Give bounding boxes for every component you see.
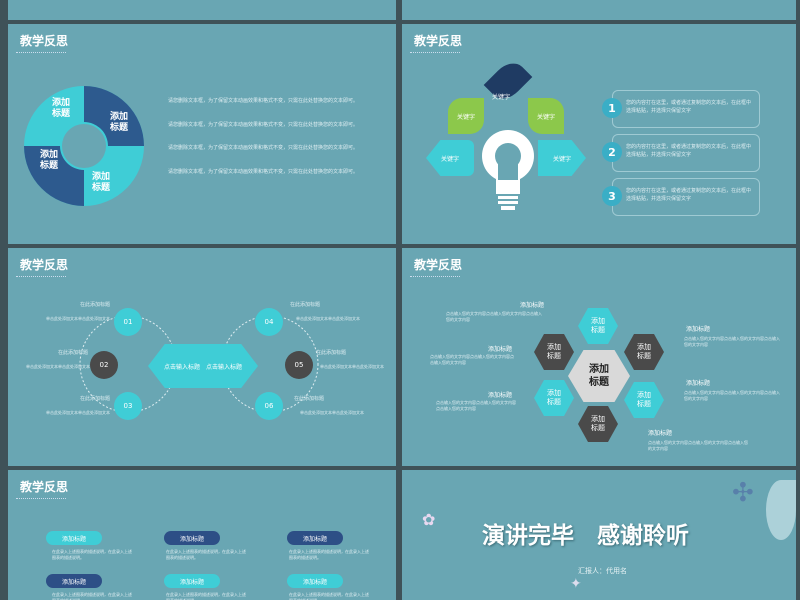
keyword-leaf: 关键字 <box>426 140 474 176</box>
reporter: 汇报人：代用名 <box>578 567 627 575</box>
slide-lightbulb[interactable]: 教学反思 关键字 关键字 关键字 关键字 关键字 1 您的内容打在这里，或者通过… <box>402 24 796 244</box>
node-04: 04 <box>255 308 283 336</box>
item-title: 添加标题 <box>520 302 545 309</box>
node-title: 在此添加标题 <box>80 396 111 402</box>
number-badge: 3 <box>602 186 622 206</box>
slide-infinity-diagram[interactable]: 教学反思 点击输入标题 点击输入标题 01 02 03 04 05 06 在此添… <box>8 248 396 466</box>
bullet-text: 请您删除文本框，为了保留文本动画效果和格式不变，只需在此处替换您的文本即可。 <box>168 121 359 128</box>
hexagon: 添加 标题 <box>534 334 574 370</box>
ring-label: 添加 标题 <box>40 150 59 171</box>
flower-decoration <box>766 480 796 540</box>
pill-label: 添加标题 <box>164 574 220 588</box>
pill-desc: 在此录入上述图表的描述说明，在此录入上述图表的描述说明。 <box>166 592 246 600</box>
pill-desc: 在此录入上述图表的描述说明，在此录入上述图表的描述说明。 <box>166 549 246 560</box>
keyword-leaf: 关键字 <box>528 98 564 134</box>
item-text: 您的内容打在这里，或者通过复制您的文本后，在此框中选择粘贴，并选择只保留文字 <box>626 100 752 114</box>
item-text: 点击输入您的文字内容点击输入您的文字内容点击输入您的文字内容 <box>684 390 780 401</box>
node-text: 单击此处添加文本单击此处添加文本 <box>300 410 364 415</box>
slide-pill-grid[interactable]: 教学反思 添加标题 添加标题 添加标题 在此录入上述图表的描述说明，在此录入上述… <box>8 470 396 600</box>
ring-label: 添加 标题 <box>110 112 129 133</box>
bullet-text: 请您删除文本框，为了保留文本动画效果和格式不变，只需在此处替换您的文本即可。 <box>168 168 359 175</box>
closing-title: 演讲完毕 感谢聆听 <box>482 523 689 549</box>
ring-diagram <box>24 86 144 206</box>
slide-title: 教学反思 <box>15 258 69 277</box>
pill-desc: 在此录入上述图表的描述说明，在此录入上述图表的描述说明。 <box>52 549 132 560</box>
bullet-text: 请您删除文本框，为了保留文本动画效果和格式不变，只需在此处替换您的文本即可。 <box>168 98 359 104</box>
center-hexagon: 添加 标题 <box>568 350 630 402</box>
butterfly-icon: ✦ <box>570 576 582 592</box>
item-text: 点击输入您的文字内容点击输入您的文字内容点击输入您的文字内容 <box>446 311 542 322</box>
item-title: 添加标题 <box>686 326 711 333</box>
node-title: 在此添加标题 <box>294 396 325 402</box>
slide-thank-you[interactable]: ✿ ✣ ✦ 演讲完毕 感谢聆听 汇报人：代用名 <box>402 470 796 600</box>
item-text: 点击输入您的文字内容点击输入您的文字内容点击输入您的文字内容 <box>648 440 748 451</box>
slide-hexagon-diagram[interactable]: 教学反思 添加 标题 添加 标题 添加 标题 添加 标题 添加 标题 添加 标题… <box>402 248 796 466</box>
pill-desc: 在此录入上述图表的描述说明，在此录入上述图表的描述说明。 <box>289 549 369 560</box>
slide-title: 教学反思 <box>409 34 463 53</box>
slide-title: 教学反思 <box>15 34 69 53</box>
slide-ring-diagram[interactable]: 教学反思 添加 标题 添加 标题 添加 标题 添加 标题 请您删除文本框，为了保… <box>8 24 396 244</box>
item-title: 添加标题 <box>648 430 673 437</box>
node-text: 单击此处添加文本单击此处添加文本 <box>320 364 384 369</box>
item-text: 您的内容打在这里，或者通过复制您的文本后，在此框中选择粘贴，并选择只保留文字 <box>626 144 752 158</box>
item-title: 添加标题 <box>488 392 513 399</box>
node-title: 在此添加标题 <box>290 302 321 308</box>
node-06: 06 <box>255 392 283 420</box>
pill-label: 添加标题 <box>46 531 102 545</box>
ring-label: 添加 标题 <box>52 98 71 119</box>
bullet-text: 请您删除文本框，为了保留文本动画效果和格式不变，只需在此处替换您的文本即可。 <box>168 145 359 151</box>
hexagon: 添加 标题 <box>578 406 618 442</box>
node-text: 单击此处添加文本单击此处添加文本 <box>296 316 360 321</box>
hexagon: 添加 标题 <box>578 308 618 344</box>
slide-top-left-partial[interactable] <box>8 0 396 20</box>
keyword-label: 关键字 <box>492 94 511 101</box>
node-text: 单击此处添加文本单击此处添加文本 <box>26 364 90 369</box>
pill-desc: 在此录入上述图表的描述说明，在此录入上述图表的描述说明。 <box>52 592 132 600</box>
pill-label: 添加标题 <box>46 574 102 588</box>
keyword-leaf: 关键字 <box>538 140 586 176</box>
item-text: 点击输入您的文字内容点击输入您的文字内容点击输入您的文字内容 <box>684 336 780 347</box>
node-title: 在此添加标题 <box>80 302 111 308</box>
slide-title: 教学反思 <box>409 258 463 277</box>
item-text: 您的内容打在这里，或者通过复制您的文本后，在此框中选择粘贴，并选择只保留文字 <box>626 188 752 202</box>
pill-desc: 在此录入上述图表的描述说明，在此录入上述图表的描述说明。 <box>289 592 369 600</box>
item-text: 点击输入您的文字内容点击输入您的文字内容点击输入您的文字内容 <box>430 354 514 365</box>
item-text: 点击输入您的文字内容点击输入您的文字内容点击输入您的文字内容 <box>436 400 516 411</box>
slide-top-right-partial[interactable] <box>402 0 796 20</box>
hexagon: 添加 标题 <box>624 334 664 370</box>
node-01: 01 <box>114 308 142 336</box>
dragonfly-icon: ✣ <box>732 478 754 508</box>
lightbulb-icon <box>482 130 534 210</box>
butterfly-icon: ✿ <box>422 510 436 529</box>
node-02: 02 <box>90 351 118 379</box>
node-title: 在此添加标题 <box>58 350 89 356</box>
number-badge: 1 <box>602 98 622 118</box>
node-05: 05 <box>285 351 313 379</box>
keyword-leaf: 关键字 <box>448 98 484 134</box>
item-title: 添加标题 <box>488 346 513 353</box>
pill-label: 添加标题 <box>287 531 343 545</box>
hexagon: 添加 标题 <box>624 382 664 418</box>
item-title: 添加标题 <box>686 380 711 387</box>
node-title: 在此添加标题 <box>316 350 347 356</box>
node-text: 单击此处添加文本单击此处添加文本 <box>46 410 110 415</box>
hexagon: 添加 标题 <box>534 380 574 416</box>
ring-label: 添加 标题 <box>92 172 111 193</box>
slide-title: 教学反思 <box>15 480 69 499</box>
number-badge: 2 <box>602 142 622 162</box>
pill-label: 添加标题 <box>164 531 220 545</box>
node-03: 03 <box>114 392 142 420</box>
pill-label: 添加标题 <box>287 574 343 588</box>
node-text: 单击此处添加文本单击此处添加文本 <box>46 316 110 321</box>
